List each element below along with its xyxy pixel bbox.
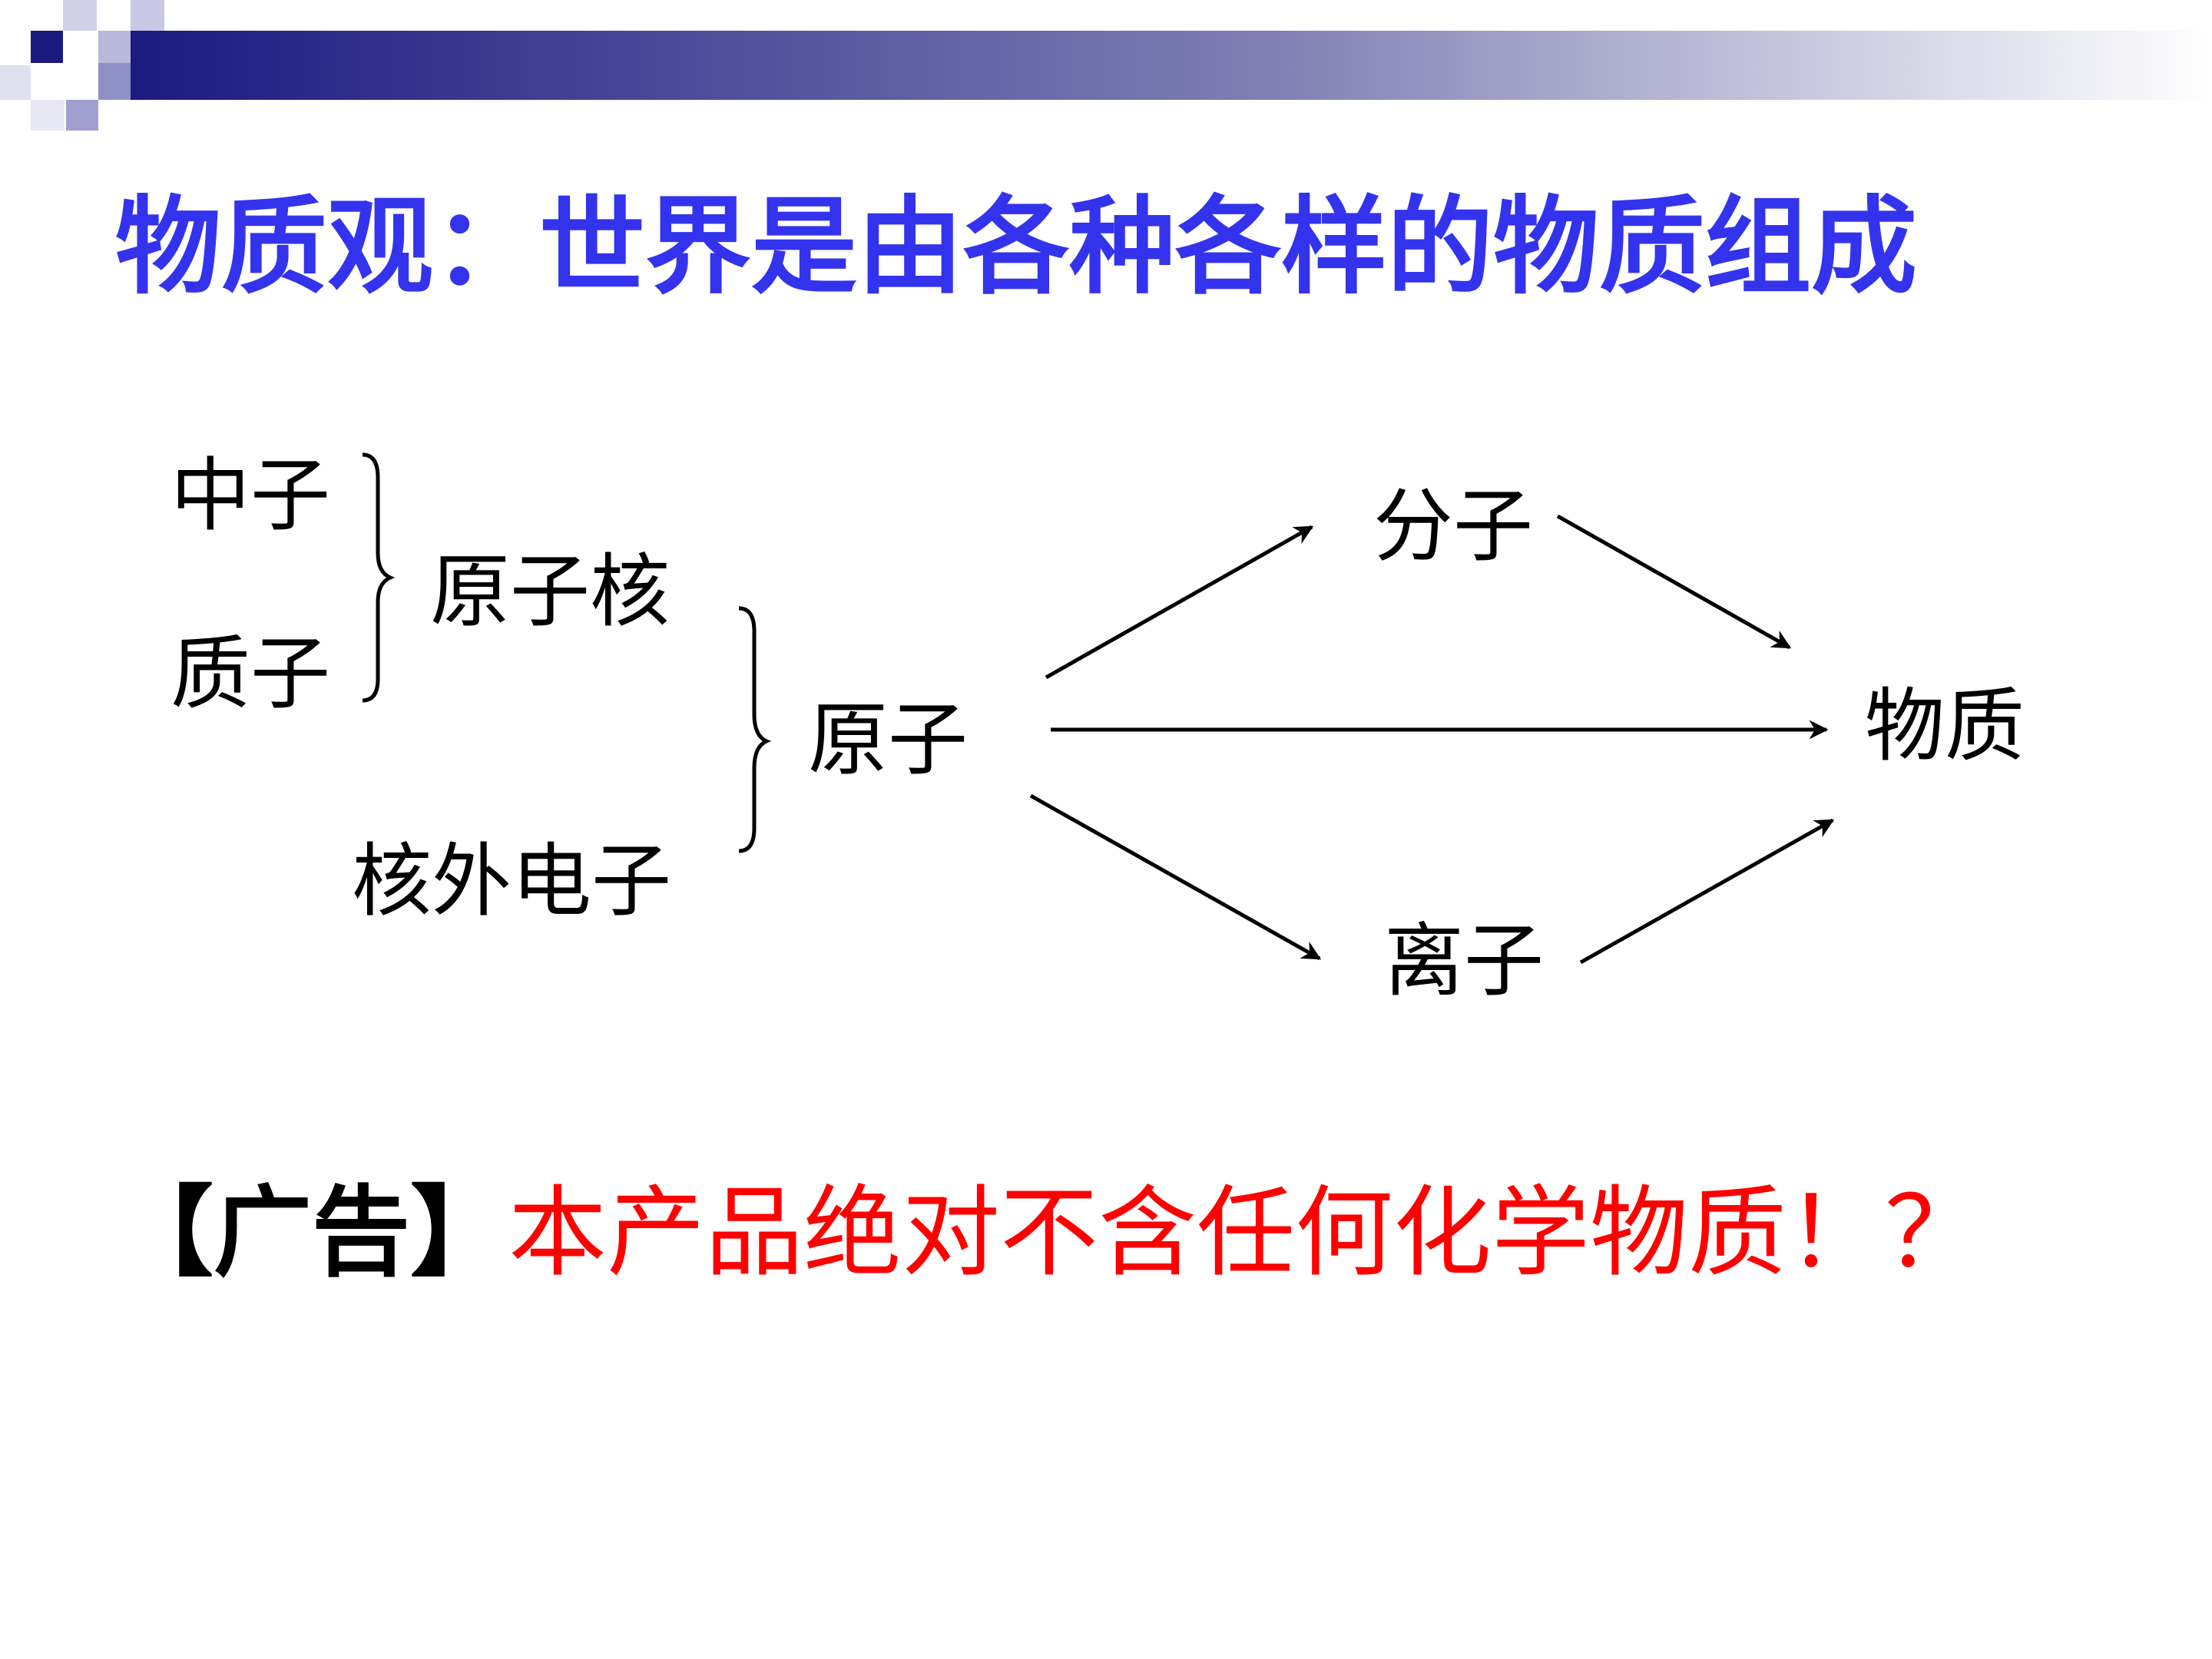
ad-label: 【广告】 <box>115 1175 509 1290</box>
arrow-ion-to-matter <box>1579 818 1835 965</box>
banner-square <box>0 65 31 100</box>
banner-square <box>31 100 65 131</box>
brace-atom <box>738 606 772 853</box>
ad-statement: 【广告】本产品绝对不含任何化学物质！？ <box>115 1167 1983 1299</box>
banner-gradient-bar <box>131 31 2212 100</box>
node-molecule: 分子 <box>1373 479 1534 573</box>
node-proton: 质子 <box>171 627 331 720</box>
slide-title: 物质观：世界是由各种各样的物质组成 <box>115 185 1918 309</box>
brace-nucleus <box>362 452 396 703</box>
arrow-atom-to-molecule <box>1045 525 1314 680</box>
banner-square <box>98 31 131 63</box>
banner-square <box>98 63 131 100</box>
node-nucleus: 原子核 <box>430 545 671 638</box>
node-atom: 原子 <box>808 693 969 786</box>
node-ion: 离子 <box>1384 914 1545 1008</box>
banner-square <box>131 0 164 31</box>
banner-square <box>63 0 97 31</box>
banner-decoration <box>0 0 2212 131</box>
arrow-molecule-to-matter <box>1556 514 1792 650</box>
banner-square <box>31 31 63 63</box>
ad-text: 本产品绝对不含任何化学物质！？ <box>508 1176 1984 1290</box>
node-matter: 物质 <box>1865 679 2025 773</box>
node-neutron: 中子 <box>171 449 331 542</box>
node-electron: 核外电子 <box>352 834 672 928</box>
banner-square <box>66 100 98 131</box>
arrow-atom-to-ion <box>1029 793 1322 961</box>
